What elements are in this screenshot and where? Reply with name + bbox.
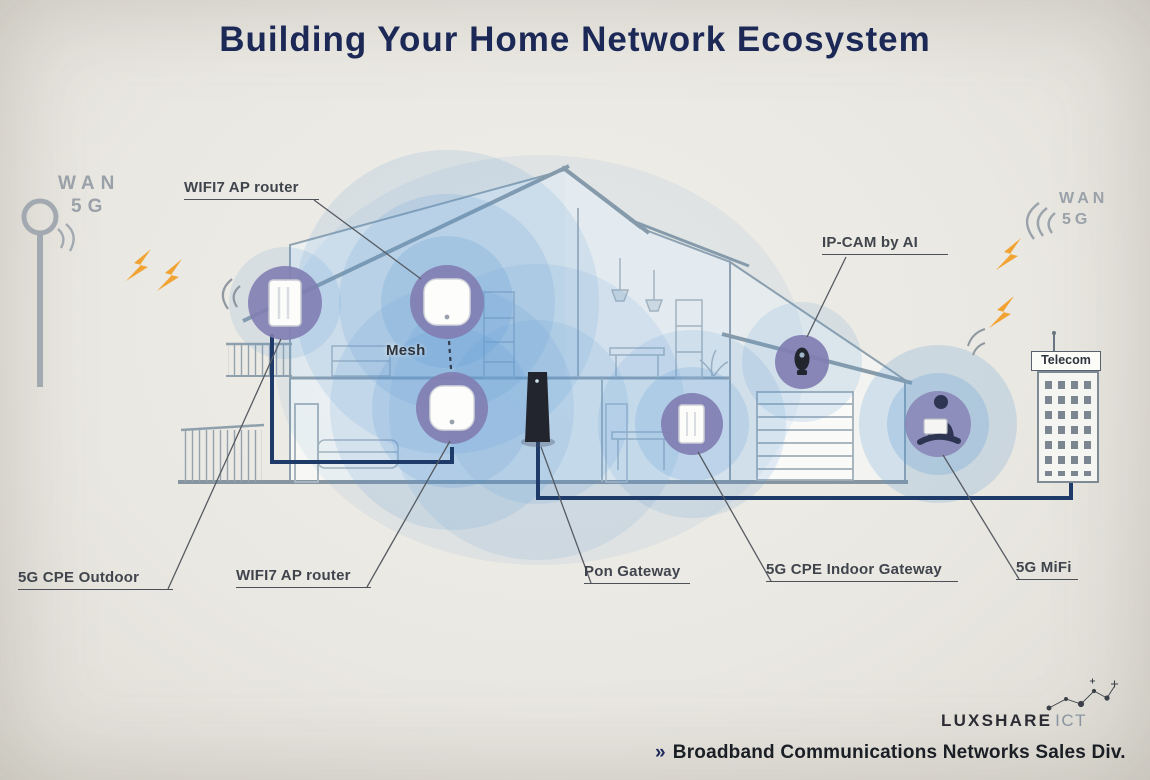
mifi-signal-icon <box>967 328 986 356</box>
footer-chevrons-icon: » <box>655 742 666 763</box>
callout-wifi7-top: WIFI7 AP router <box>184 179 319 200</box>
footer-text: Broadband Communications Networks Sales … <box>672 742 1126 763</box>
callout-cpe-indoor: 5G CPE Indoor Gateway <box>766 561 958 582</box>
page-title: Building Your Home Network Ecosystem <box>219 20 931 59</box>
mifi-user-icon <box>905 391 971 457</box>
callout-cpe-outdoor: 5G CPE Outdoor <box>18 569 174 590</box>
garage-door <box>756 391 854 481</box>
cpe-indoor-gateway-icon <box>661 393 723 455</box>
cpe-outdoor-device-icon <box>248 266 322 340</box>
footer-division-line: » Broadband Communications Networks Sales… <box>655 742 1126 764</box>
callout-mifi: 5G MiFi <box>1016 559 1078 580</box>
wan-5g-right-label: WAN 5G <box>1059 188 1108 230</box>
ipcam-icon <box>775 335 829 389</box>
telecom-building-icon <box>1037 331 1099 483</box>
callout-wifi7-bottom: WIFI7 AP router <box>236 567 371 588</box>
wan-right-line2: 5G <box>1062 211 1092 228</box>
lightning-right-icon <box>989 238 1021 328</box>
brand-luxshare-text: LUXSHARE <box>941 711 1053 730</box>
wifi7-ap-router-bottom-icon <box>416 372 488 444</box>
furniture-sketches <box>317 258 729 470</box>
telecom-label: Telecom <box>1031 351 1101 371</box>
wan-5g-left-label: WAN 5G <box>58 172 120 218</box>
logo-constellation-icon <box>1046 678 1118 711</box>
callout-pon-gateway: Pon Gateway <box>584 563 691 584</box>
wan-antenna-icon <box>21 198 75 387</box>
wan-right-line1: WAN <box>1059 190 1109 207</box>
pon-gateway-icon <box>521 372 555 447</box>
callout-ipcam: IP-CAM by AI <box>822 234 949 255</box>
wan-left-line2: 5G <box>71 196 109 217</box>
lightning-left-icon <box>126 249 182 291</box>
wifi-coverage-circles <box>229 150 1017 565</box>
wan-left-line1: WAN <box>58 173 121 194</box>
mesh-label: Mesh <box>386 342 426 359</box>
callout-connector-lines <box>167 199 1020 590</box>
wifi7-ap-router-top-icon <box>410 265 484 339</box>
cpe-outdoor-signal-icon <box>221 278 241 310</box>
wan-signal-right-icon <box>1026 202 1056 240</box>
brand-ict-text: ICT <box>1055 711 1087 730</box>
